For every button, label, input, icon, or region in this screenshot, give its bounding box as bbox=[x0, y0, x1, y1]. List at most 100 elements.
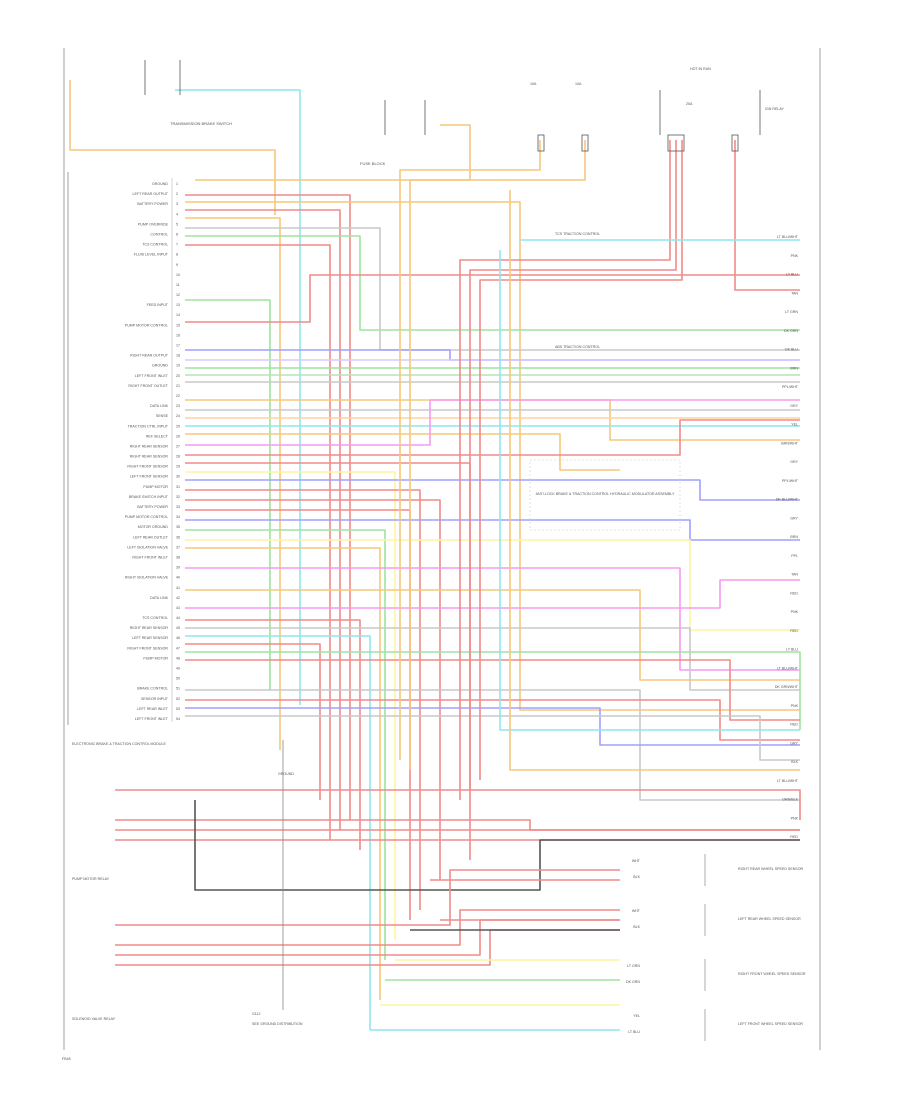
relay-block-1: PUMP MOTOR RELAY bbox=[72, 877, 110, 881]
right-wire-label: RED bbox=[790, 629, 798, 633]
pin-label: PUMP MOTOR CONTROL bbox=[125, 515, 168, 519]
pin-label: RIGHT FRONT SENSOR bbox=[127, 465, 168, 469]
right-wire-label: PNK bbox=[791, 704, 799, 708]
pin-number: 8 bbox=[176, 253, 178, 257]
pin-label: RIGHT FRONT OUTLET bbox=[128, 384, 168, 388]
pin-number: 25 bbox=[176, 424, 180, 428]
pin-number: 44 bbox=[176, 616, 180, 620]
pin-number: 14 bbox=[176, 313, 180, 317]
wire-bundle bbox=[69, 80, 801, 1031]
right-wire-label: GRY bbox=[790, 404, 798, 408]
pin-label: BATTERY POWER bbox=[137, 505, 168, 509]
pin-number: 2 bbox=[176, 192, 178, 196]
pin-number: 17 bbox=[176, 344, 180, 348]
fuse-block-label: FUSE BLOCK bbox=[360, 161, 386, 166]
pin-label: CONTROL bbox=[150, 232, 168, 236]
pin-number: 9 bbox=[176, 263, 178, 267]
pin-number: 28 bbox=[176, 455, 180, 459]
right-wire-label: YEL bbox=[791, 423, 798, 427]
pin-number: 29 bbox=[176, 465, 180, 469]
pin-number: 37 bbox=[176, 545, 180, 549]
pin-label: GROUND bbox=[152, 364, 168, 368]
page-label: FB45 bbox=[62, 1057, 71, 1061]
fuse-c-label: 20A bbox=[686, 102, 693, 106]
pin-number: 7 bbox=[176, 243, 178, 247]
pin-label: RIGHT FRONT INLET bbox=[132, 555, 168, 559]
pin-label: SENSOR INPUT bbox=[141, 697, 169, 701]
pin-label: DATA LINK bbox=[150, 404, 168, 408]
sensor-name: RIGHT FRONT WHEEL SPEED SENSOR bbox=[738, 972, 806, 976]
lower-labels: ELECTRONIC BRAKE & TRACTION CONTROL MODU… bbox=[62, 742, 303, 1061]
right-wire-label: GRY bbox=[790, 516, 798, 520]
pin-number: 15 bbox=[176, 323, 180, 327]
right-wire-label: LT BLU bbox=[786, 273, 798, 277]
pin-label: TCS CONTROL bbox=[142, 243, 168, 247]
pin-number: 38 bbox=[176, 555, 180, 559]
pin-label: FLUID LEVEL INPUT bbox=[134, 253, 169, 257]
pin-label: TCS CONTROL bbox=[142, 616, 168, 620]
pin-number: 42 bbox=[176, 596, 180, 600]
pin-label: RIGHT FRONT SENSOR bbox=[127, 646, 168, 650]
right-wire-label: LT GRN bbox=[785, 310, 798, 314]
pin-number: 26 bbox=[176, 434, 180, 438]
pin-label: LEFT REAR OUTLET bbox=[133, 535, 169, 539]
pin-label: BATTERY POWER bbox=[137, 202, 168, 206]
tcs-label-mid: ABS TRACTION CONTROL bbox=[555, 345, 600, 349]
sensor-wire-a: WHT bbox=[632, 859, 641, 863]
pin-label: LEFT FRONT INLET bbox=[135, 374, 169, 378]
pin-label: TRACTION CTRL INPUT bbox=[128, 424, 169, 428]
pin-label: MOTOR GROUND bbox=[138, 525, 169, 529]
pin-number: 35 bbox=[176, 525, 180, 529]
pin-label: RIGHT REAR SENSOR bbox=[130, 626, 169, 630]
pin-label: SENSE bbox=[156, 414, 169, 418]
pin-label: RIGHT REAR OUTPUT bbox=[130, 354, 169, 358]
tcs-label-top: TCS TRACTION CONTROL bbox=[555, 232, 600, 236]
pin-label: LEFT FRONT SENSOR bbox=[130, 475, 169, 479]
pin-number: 5 bbox=[176, 222, 178, 226]
pin-number: 32 bbox=[176, 495, 180, 499]
pin-number: 33 bbox=[176, 505, 180, 509]
right-wire-label: DK BLU/WHT bbox=[776, 498, 799, 502]
pin-number: 49 bbox=[176, 667, 180, 671]
pin-number: 1 bbox=[176, 182, 178, 186]
pin-number: 20 bbox=[176, 374, 180, 378]
pin-number: 45 bbox=[176, 626, 180, 630]
right-wire-label: BRN bbox=[790, 535, 798, 539]
pin-number: 39 bbox=[176, 566, 180, 570]
right-wire-label: LT BLU/WHT bbox=[777, 235, 799, 239]
right-wire-label: RED bbox=[790, 723, 798, 727]
pin-number: 19 bbox=[176, 364, 180, 368]
sensor-name: RIGHT REAR WHEEL SPEED SENSOR bbox=[738, 867, 804, 871]
pin-label: BRAKE CONTROL bbox=[137, 687, 168, 691]
pin-number: 43 bbox=[176, 606, 180, 610]
pin-label: LEFT FRONT INLET bbox=[135, 717, 169, 721]
sensor-wire-a: WHT bbox=[632, 909, 641, 913]
right-wire-label: TAN bbox=[791, 291, 798, 295]
pin-number: 54 bbox=[176, 717, 180, 721]
bottom-note: SEE GROUND DISTRIBUTION bbox=[252, 1022, 303, 1026]
hydraulic-modulator-label: ANTI-LOCK BRAKE & TRACTION CONTROL HYDRA… bbox=[536, 492, 675, 496]
sensor-wire-b: BLK bbox=[633, 925, 640, 929]
sensor-wire-b: DK GRN bbox=[626, 980, 640, 984]
pin-number: 27 bbox=[176, 444, 180, 448]
pin-number: 18 bbox=[176, 354, 180, 358]
right-wire-label: BLK bbox=[791, 760, 798, 764]
pin-number: 48 bbox=[176, 656, 180, 660]
pin-label: RIGHT REAR SENSOR bbox=[130, 455, 169, 459]
pin-number: 52 bbox=[176, 697, 180, 701]
right-wire-label: PNK bbox=[791, 816, 799, 820]
pin-label: LEFT REAR INLET bbox=[137, 707, 169, 711]
pin-label: RIGHT ISOLATION VALVE bbox=[125, 576, 169, 580]
pin-number: 51 bbox=[176, 687, 180, 691]
pin-number: 22 bbox=[176, 394, 180, 398]
pin-label: REF SELECT bbox=[146, 434, 169, 438]
pin-label: RIGHT REAR SENSOR bbox=[130, 444, 169, 448]
right-wire-label: PPL bbox=[791, 554, 798, 558]
right-wire-label: LT BLU bbox=[786, 648, 798, 652]
pin-number: 34 bbox=[176, 515, 180, 519]
top-components bbox=[144, 60, 761, 152]
relay-block-2: SOLENOID VALVE RELAY bbox=[72, 1017, 116, 1021]
pin-label: LEFT REAR OUTPUT bbox=[133, 192, 169, 196]
right-wire-label: GRY bbox=[790, 741, 798, 745]
